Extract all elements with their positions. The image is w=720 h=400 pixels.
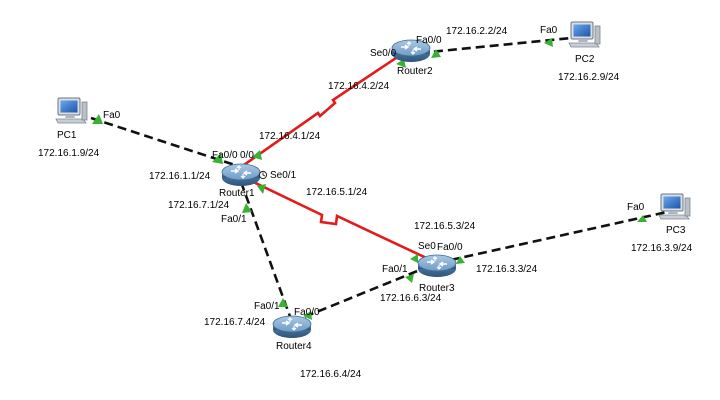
r1-se00-label: 0/0	[240, 150, 254, 161]
pc3[interactable]	[658, 193, 691, 220]
pc2-port: Fa0	[540, 25, 558, 36]
r3-fa00-ip: 172.16.3.3/24	[476, 264, 538, 275]
router4[interactable]	[272, 315, 312, 339]
router1-name: Router1	[219, 188, 255, 199]
link-router4-router3	[291, 261, 438, 324]
pc2-ip: 172.16.2.9/24	[558, 72, 620, 83]
indicator-r3-se0	[410, 254, 418, 263]
router4-name: Router4	[276, 341, 312, 352]
pc1-port: Fa0	[103, 110, 121, 121]
indicator-r1-fa00	[212, 153, 223, 164]
link-router1-router4	[239, 181, 294, 323]
r1-se01-label: Se0/1	[270, 170, 297, 181]
router3-name: Router3	[419, 283, 455, 294]
router1[interactable]	[221, 163, 261, 187]
indicator-pc3-fa0	[637, 215, 647, 222]
r3-se0-label: Se0	[418, 241, 436, 252]
pc-icon	[658, 193, 691, 220]
pc-icon	[568, 21, 601, 48]
pc2[interactable]	[568, 21, 601, 48]
router2-name: Router2	[397, 66, 433, 77]
indicator-r3-fa01	[405, 274, 414, 283]
indicator-r2-fa00	[431, 49, 441, 58]
r3-fa01-ip: 172.16.6.3/24	[380, 293, 442, 304]
link-router1-router2-serial	[240, 48, 409, 169]
r4-fa00-ip: 172.16.6.4/24	[300, 369, 362, 380]
router3[interactable]	[417, 254, 457, 278]
r4-fa01-label: Fa0/1	[254, 301, 280, 312]
r1-fa01-ip: 172.16.7.1/24	[168, 200, 230, 211]
r4-fa00-label: Fa0/0	[294, 307, 320, 318]
links	[90, 36, 668, 324]
pc3-port: Fa0	[627, 202, 645, 213]
r1-se00-ip: 172.16.4.1/24	[259, 131, 321, 142]
indicator-pc2-fa0	[544, 38, 553, 47]
indicator-r3-fa00	[456, 256, 465, 264]
router-icon	[221, 163, 261, 187]
r1-fa00-ip: 172.16.1.1/24	[149, 171, 211, 182]
r2-se00-ip: 172.16.4.2/24	[328, 81, 390, 92]
r3-fa01-label: Fa0/1	[382, 264, 408, 275]
indicator-pc1-fa0	[92, 114, 103, 124]
indicator-r1-se00	[252, 150, 262, 160]
r4-fa01-ip: 172.16.7.4/24	[204, 317, 266, 328]
r1-fa00-label: Fa0/0	[212, 150, 238, 161]
indicator-r1-fa01	[242, 203, 252, 213]
pc2-name: PC2	[575, 54, 595, 65]
r1-fa01-label: Fa0/1	[221, 214, 247, 225]
router-icon	[417, 254, 457, 278]
indicator-r1-se01	[257, 184, 266, 194]
r2-fa00-label: Fa0/0	[416, 35, 442, 46]
indicator-r4-fa00	[303, 311, 312, 320]
r2-fa00-ip: 172.16.2.2/24	[446, 26, 508, 37]
router-icon	[272, 315, 312, 339]
pc-icon	[55, 97, 88, 124]
pc3-name: PC3	[666, 225, 686, 236]
r3-se0-ip: 172.16.5.3/24	[414, 221, 476, 232]
pc1-name: PC1	[57, 130, 77, 141]
r1-se01-ip: 172.16.5.1/24	[306, 187, 368, 198]
link-router2-pc2	[419, 36, 572, 55]
r2-se00-label: Se0/0	[370, 48, 397, 59]
pc1-ip: 172.16.1.9/24	[38, 148, 100, 159]
clock-icon	[258, 170, 268, 180]
indicator-r4-fa01	[278, 298, 288, 307]
pc1[interactable]	[55, 97, 88, 124]
r3-fa00-label: Fa0/0	[437, 242, 463, 253]
pc3-ip: 172.16.3.9/24	[631, 243, 693, 254]
link-router3-pc3	[436, 210, 668, 265]
link-indicators	[92, 38, 647, 320]
link-router1-router3-serial	[240, 174, 438, 265]
